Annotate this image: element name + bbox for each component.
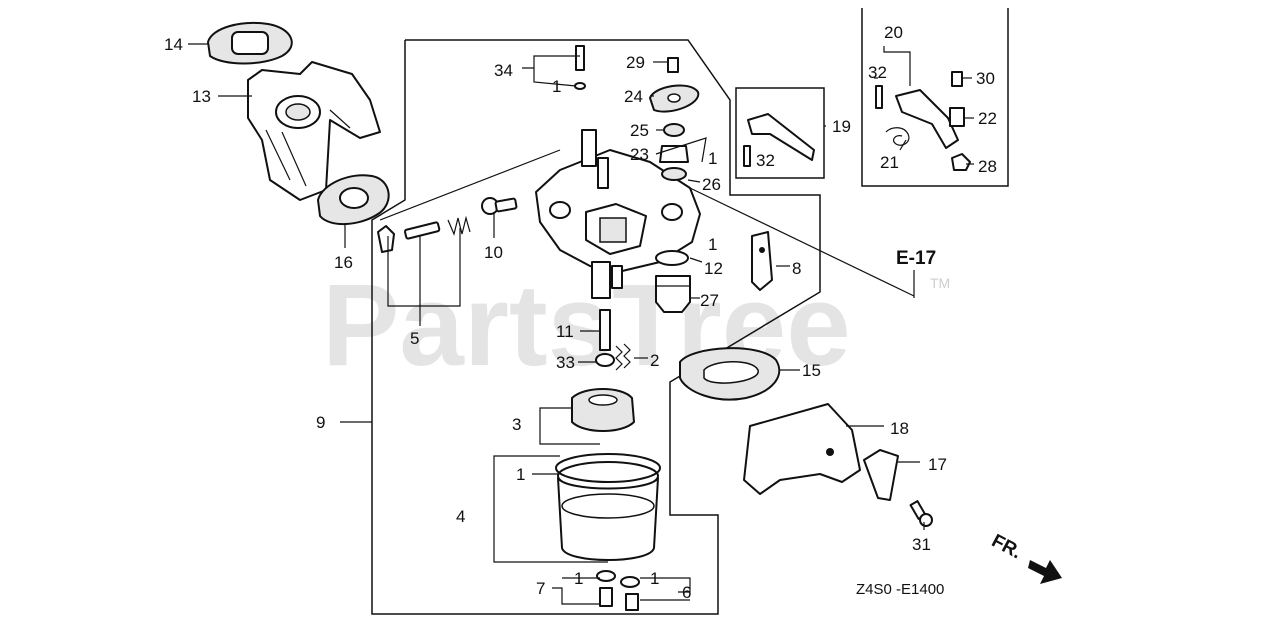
callout-18: 18 (890, 419, 909, 438)
callout-3: 3 (512, 415, 521, 434)
callout-9: 9 (316, 413, 325, 432)
callout-21: 21 (880, 153, 899, 172)
front-arrow-icon (1028, 560, 1062, 584)
callout-11: 11 (556, 322, 574, 341)
callout-5: 5 (410, 329, 419, 348)
callout-20: 20 (884, 23, 903, 42)
gasket-16 (317, 174, 390, 226)
gasket-15 (679, 347, 781, 401)
insulator-13 (247, 61, 381, 201)
callout-17: 17 (928, 455, 947, 474)
callout-1-c: 1 (708, 235, 717, 254)
callout-19: 19 (832, 117, 851, 136)
callout-28: 28 (978, 157, 997, 176)
front-marker-label: FR. (988, 530, 1025, 563)
leader-lines (188, 43, 974, 605)
assembly-9-bracket (371, 39, 821, 615)
parts-upper-column (574, 45, 700, 181)
callout-12: 12 (704, 259, 723, 278)
diagram-code: Z4S0 -E1400 (856, 581, 944, 598)
callout-8: 8 (792, 259, 801, 278)
choke-valve-8 (751, 231, 773, 291)
callout-1-e: 1 (574, 569, 583, 588)
callout-23: 23 (630, 145, 649, 164)
float-3 (571, 388, 635, 432)
lever-19 (743, 113, 815, 167)
callout-27: 27 (700, 291, 719, 310)
float-chamber-4 (555, 453, 661, 561)
drain-bolts-6-7 (596, 570, 640, 611)
carburetor-body (535, 129, 701, 299)
reference-e17: E-17 (896, 248, 936, 269)
callout-15: 15 (802, 361, 821, 380)
callout-14: 14 (164, 35, 183, 54)
gasket-14 (207, 22, 293, 65)
callout-2: 2 (650, 351, 659, 370)
callout-7: 7 (536, 579, 545, 598)
callout-24: 24 (624, 87, 643, 106)
callout-34: 34 (494, 61, 513, 80)
callout-1-b: 1 (708, 149, 717, 168)
callout-31: 31 (912, 535, 931, 554)
callout-1-f: 1 (650, 569, 659, 588)
callout-22: 22 (978, 109, 997, 128)
callout-4: 4 (456, 507, 465, 526)
callout-10: 10 (484, 243, 503, 262)
callout-32-b: 32 (868, 63, 887, 82)
callout-29: 29 (626, 53, 645, 72)
clamp-17 (863, 449, 899, 501)
choke-lever-parts (875, 71, 971, 171)
float-valve-seat-27 (655, 250, 691, 313)
callout-1-upper: 1 (552, 77, 561, 96)
choke-lever-inset (861, 8, 1009, 187)
callout-32-a: 32 (756, 151, 775, 170)
bracket-18 (743, 403, 861, 495)
callout-30: 30 (976, 69, 995, 88)
callout-13: 13 (192, 87, 211, 106)
callout-6: 6 (682, 583, 691, 602)
callout-25: 25 (630, 121, 649, 140)
group-19-box (735, 87, 825, 179)
callout-1-d: 1 (516, 465, 525, 484)
watermark-tm: TM (930, 275, 950, 291)
callout-33: 33 (556, 353, 575, 372)
screw-10 (481, 197, 518, 215)
callout-26: 26 (702, 175, 721, 194)
jet-11-33-2 (595, 309, 631, 371)
callout-16: 16 (334, 253, 353, 272)
bolt-31 (909, 500, 933, 527)
pilot-screw-5 (377, 215, 471, 253)
